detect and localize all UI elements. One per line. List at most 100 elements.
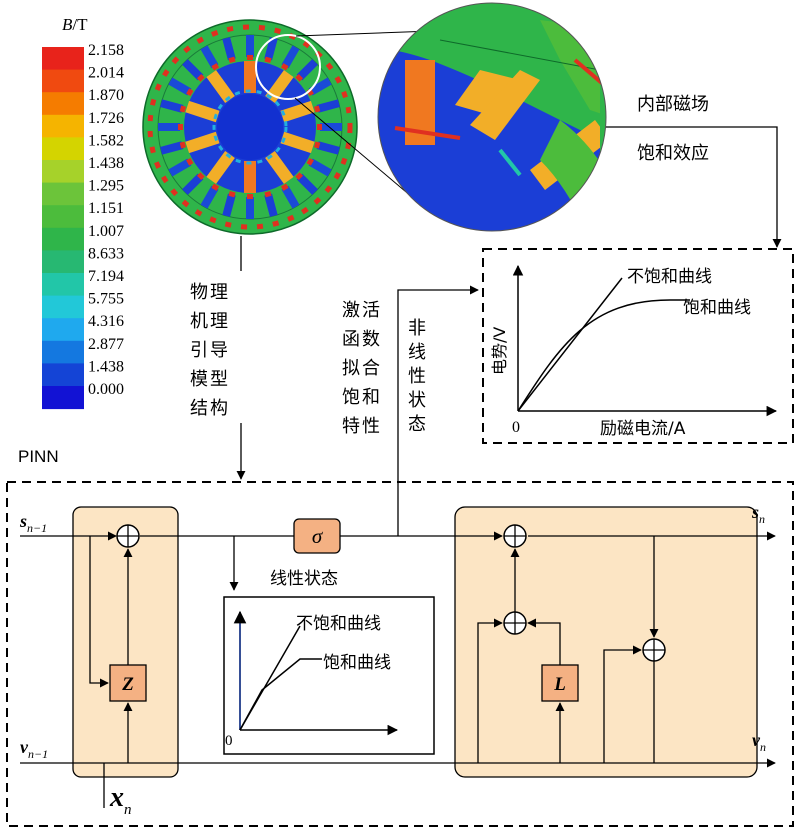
vertical-label-char: 数 <box>362 329 380 350</box>
top-origin: 0 <box>512 419 520 436</box>
vertical-label-char: 合 <box>362 358 380 379</box>
s-next-label: sn <box>751 502 765 526</box>
vertical-label-char: 型 <box>210 369 228 390</box>
colorbar-tick-label: 1.151 <box>88 200 124 217</box>
top-sat-label: 饱和曲线 <box>683 298 751 318</box>
v-prev-label: vn−1 <box>20 737 48 761</box>
internal-field-label: 内部磁场 <box>637 94 709 115</box>
vertical-label-char: 状 <box>408 390 426 411</box>
colorbar-tick-label: 5.755 <box>88 291 124 308</box>
colorbar-swatch <box>42 250 84 274</box>
left-panel <box>72 506 179 778</box>
inner-unsat-label: 不饱和曲线 <box>296 614 381 634</box>
vertical-label-char: 饱 <box>342 387 360 408</box>
vertical-label-char: 物 <box>190 282 208 303</box>
arrow-to-curve-plot <box>606 126 782 248</box>
colorbar-swatch <box>42 47 84 71</box>
activation-fit-label: 激活函数拟合饱和特性 <box>342 300 380 437</box>
z-node-label: Z <box>121 674 134 695</box>
colorbar-tick-label: 1.726 <box>88 110 124 127</box>
pinn-block: PINN Z σ 线性状态 不饱 <box>6 447 794 827</box>
l-node-label: L <box>553 674 566 695</box>
saturation-effect-label: 饱和效应 <box>637 143 709 164</box>
colorbar-tick-label: 1.870 <box>88 87 124 104</box>
colorbar-title-unit: /T <box>72 15 88 34</box>
vertical-label-char: 激 <box>342 300 360 321</box>
vertical-label-char: 模 <box>190 369 208 390</box>
vertical-label-char: 态 <box>408 414 426 435</box>
unsaturated-curve <box>517 277 623 412</box>
motor-cross-section <box>142 19 461 235</box>
right-panel <box>454 506 758 778</box>
physics-guided-structure-label: 物理机理引导模型结构 <box>190 282 228 419</box>
vertical-label-char: 机 <box>190 311 208 332</box>
colorbar-tick-label: 1.582 <box>88 132 124 149</box>
colorbar-swatch <box>42 386 84 410</box>
colorbar-swatch <box>42 295 84 319</box>
colorbar-swatch <box>42 69 84 93</box>
colorbar-swatch <box>42 114 84 138</box>
colorbar-tick-label: 7.194 <box>88 268 124 285</box>
colorbar: B/T 2.158 2.014 1.870 1.726 1.582 1.438 1.295 1… <box>42 15 124 410</box>
top-xlabel: 励磁电流/A <box>600 419 686 439</box>
colorbar-swatch <box>42 227 84 251</box>
vertical-label-char: 理 <box>210 282 228 303</box>
vertical-label-char: 非 <box>408 318 426 339</box>
vertical-label-char: 和 <box>362 387 380 408</box>
sigma-activation-node <box>293 518 341 554</box>
colorbar-tick-label: 1.007 <box>88 223 124 240</box>
colorbar-swatch <box>42 273 84 297</box>
colorbar-swatch <box>42 363 84 387</box>
colorbar-swatches <box>42 47 84 410</box>
zoom-detail <box>377 2 607 232</box>
arrow-nonlinear <box>397 285 479 536</box>
colorbar-tick-label: 2.014 <box>88 65 124 82</box>
top-ylabel: 电势/V <box>490 327 509 375</box>
colorbar-tick-label: 1.438 <box>88 155 124 172</box>
vertical-label-char: 线 <box>408 342 426 363</box>
colorbar-tick-label: 1.295 <box>88 178 124 195</box>
svg-text:B/T: B/T <box>62 15 88 34</box>
colorbar-swatch <box>42 92 84 116</box>
vertical-label-char: 性 <box>408 366 426 387</box>
colorbar-title-symbol: B <box>62 15 73 34</box>
inner-origin: 0 <box>225 733 233 749</box>
colorbar-tick-label: 4.316 <box>88 313 124 330</box>
inner-curve-plot: 不饱和曲线 饱和曲线 0 <box>223 596 435 755</box>
v-next-label: vn <box>752 730 766 754</box>
vertical-label-char: 理 <box>210 311 228 332</box>
vertical-label-char: 构 <box>210 398 228 419</box>
x-input-label: xn <box>109 782 132 818</box>
colorbar-swatch <box>42 160 84 184</box>
colorbar-swatch <box>42 340 84 364</box>
top-curve-plot: 不饱和曲线 饱和曲线 电势/V 0 励磁电流/A <box>482 248 794 444</box>
l-node <box>541 664 579 702</box>
z-node <box>109 664 147 702</box>
pinn-label: PINN <box>18 447 59 466</box>
colorbar-swatch <box>42 137 84 161</box>
top-unsat-label: 不饱和曲线 <box>627 267 712 287</box>
vertical-label-char: 引 <box>190 340 208 361</box>
vertical-label-char: 拟 <box>342 358 360 379</box>
s-prev-label: sn−1 <box>19 511 47 535</box>
vertical-label-char: 特 <box>342 416 360 437</box>
colorbar-tick-label: 0.000 <box>88 381 124 398</box>
vertical-label-char: 活 <box>362 300 380 321</box>
colorbar-swatch <box>42 182 84 206</box>
vertical-label-char: 函 <box>342 329 360 350</box>
vertical-label-char: 导 <box>210 340 228 361</box>
linear-state-label: 线性状态 <box>270 569 338 589</box>
inner-sat-label: 饱和曲线 <box>323 653 391 673</box>
colorbar-tick-label: 8.633 <box>88 245 124 262</box>
saturated-curve <box>517 299 690 412</box>
colorbar-tick-label: 2.877 <box>88 336 124 353</box>
zoom-indicator-circle <box>255 34 321 100</box>
colorbar-swatch <box>42 318 84 342</box>
vertical-label-char: 结 <box>190 398 208 419</box>
sigma-label: σ <box>312 524 324 548</box>
colorbar-tick-label: 1.438 <box>88 358 124 375</box>
colorbar-tick-label: 2.158 <box>88 42 124 59</box>
colorbar-labels: 2.158 2.014 1.870 1.726 1.582 1.438 1.295 1.151… <box>88 42 124 398</box>
colorbar-swatch <box>42 205 84 229</box>
